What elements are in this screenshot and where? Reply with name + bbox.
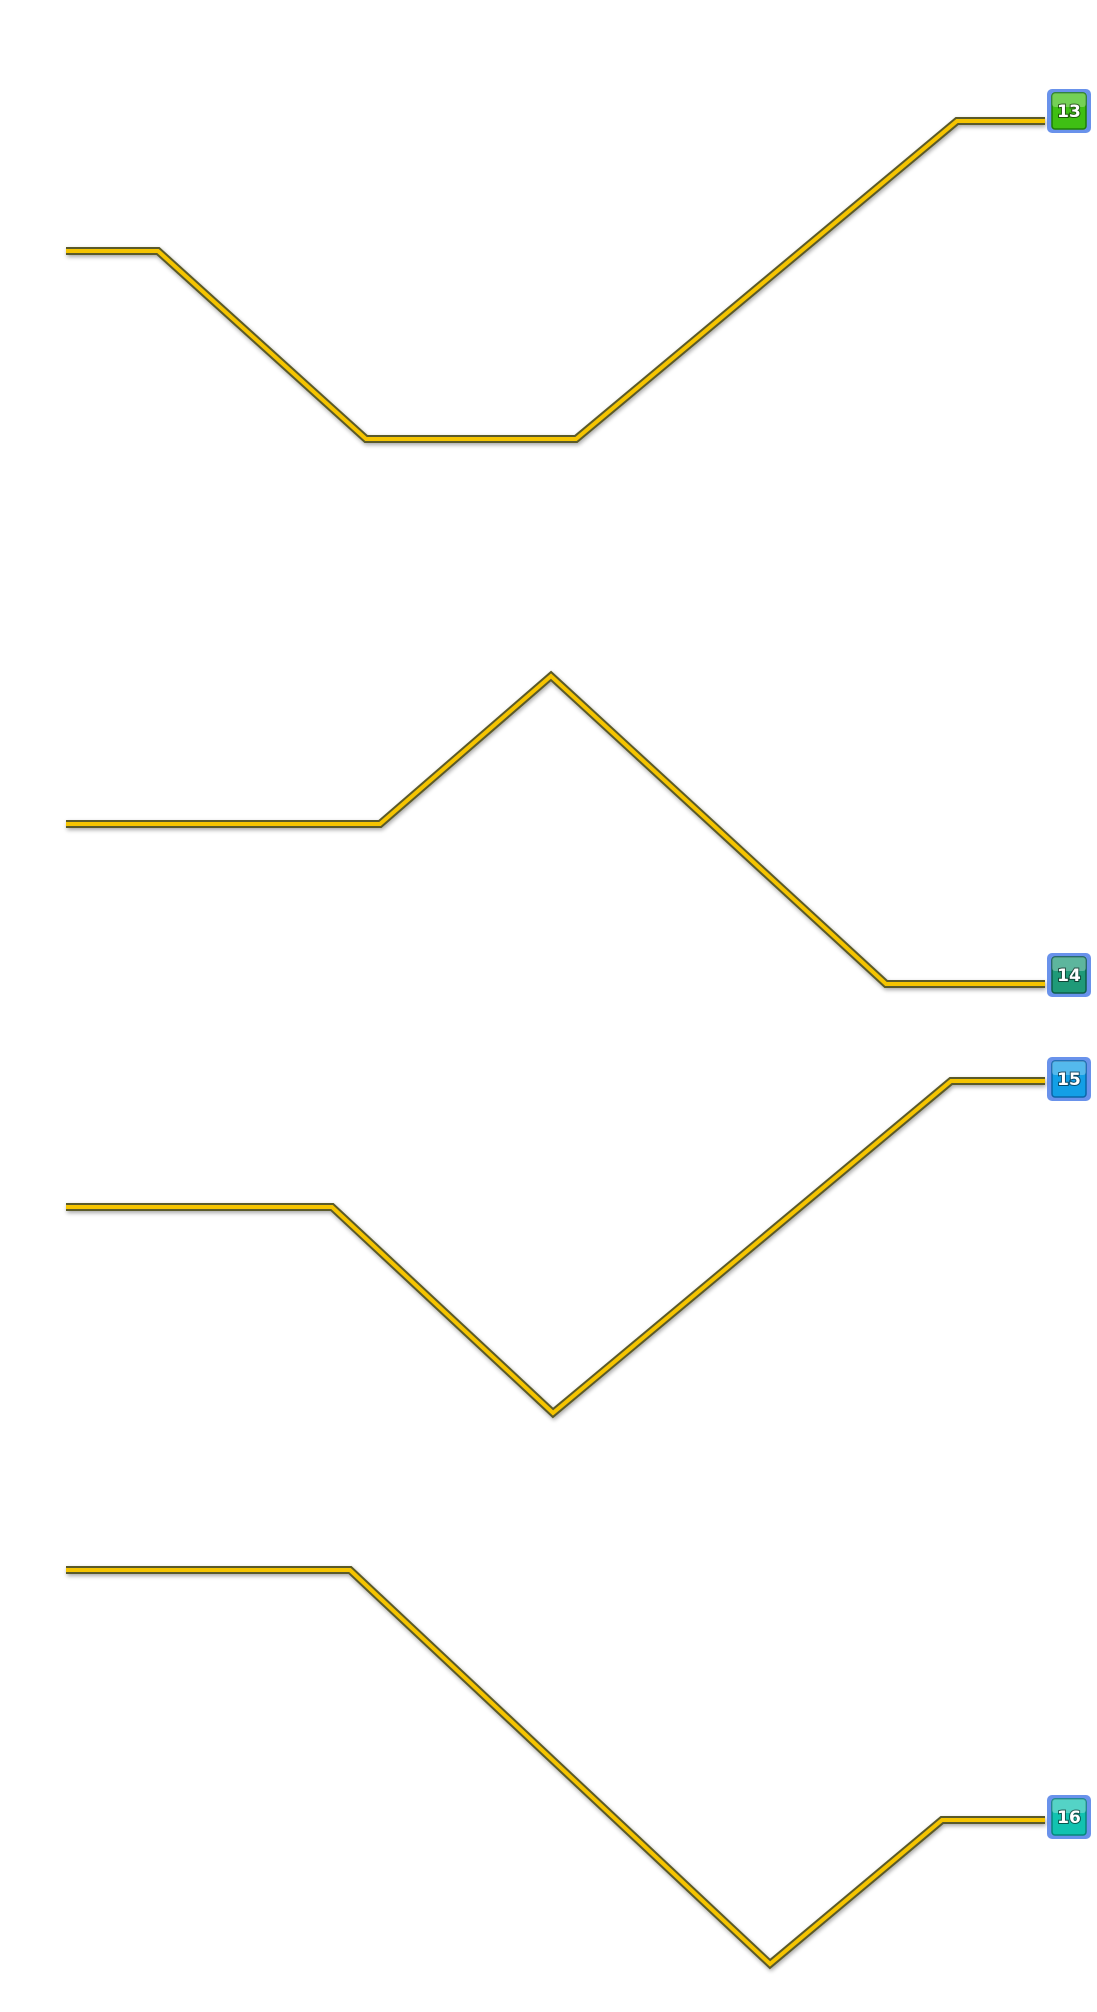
- path-badge-14[interactable]: 14: [1047, 953, 1091, 997]
- badge-number: 13: [1057, 102, 1081, 122]
- track-path-14: [66, 670, 1045, 988]
- badge-number: 16: [1057, 1808, 1081, 1828]
- track-path-13: [66, 117, 1045, 443]
- path-badge-15[interactable]: 15: [1047, 1057, 1091, 1101]
- track-path-15: [66, 1077, 1045, 1419]
- path-badge-13[interactable]: 13: [1047, 89, 1091, 133]
- path-badge-16[interactable]: 16: [1047, 1795, 1091, 1839]
- track-path-16: [66, 1566, 1045, 1970]
- badge-number: 15: [1057, 1070, 1081, 1090]
- badge-number: 14: [1057, 966, 1081, 986]
